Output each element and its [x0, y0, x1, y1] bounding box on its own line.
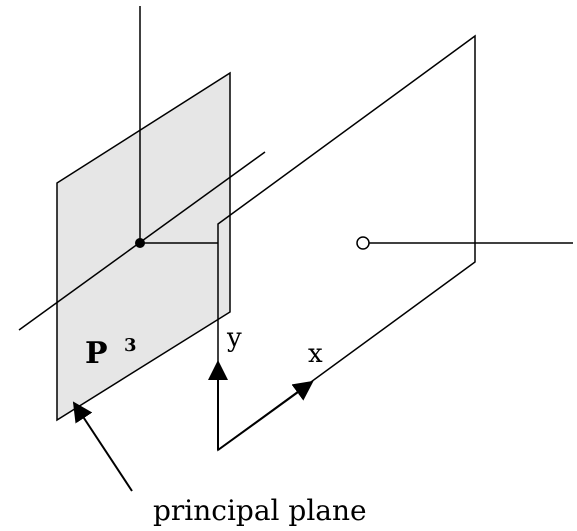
- plane-label-symbol: P: [85, 336, 108, 371]
- plane-label-superscript: 3: [124, 335, 137, 356]
- camera-centre-dot: [135, 238, 145, 248]
- x-axis-label: x: [308, 339, 323, 369]
- principal-point-circle: [356, 236, 370, 250]
- x-axis-arrow: [217, 380, 314, 451]
- caption-pointer-arrow: [72, 401, 133, 492]
- y-axis-label: y: [226, 323, 242, 353]
- principal-plane-caption: principal plane: [153, 494, 367, 527]
- plane-label: P 3: [85, 335, 137, 371]
